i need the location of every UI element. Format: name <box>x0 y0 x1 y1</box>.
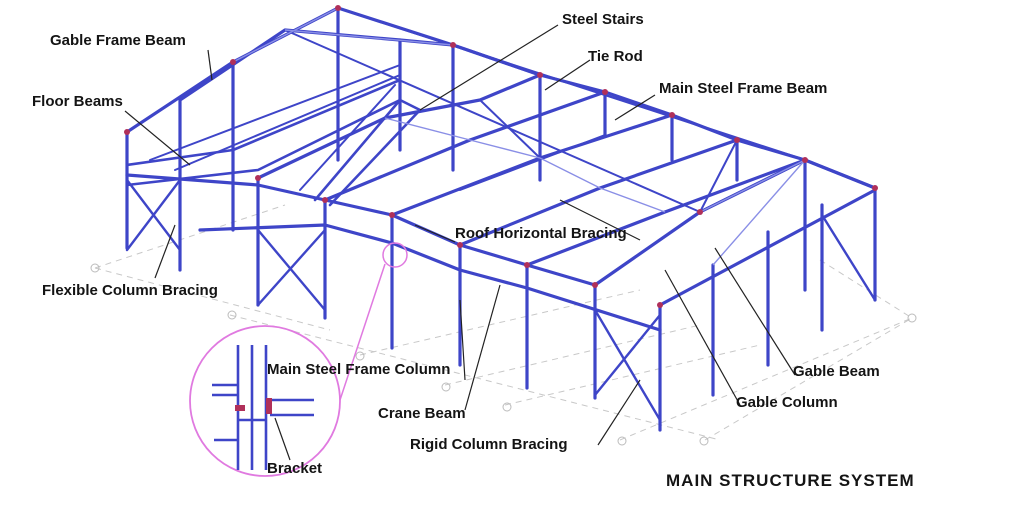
label-gable-column: Gable Column <box>736 394 838 411</box>
label-flexible-column-bracing: Flexible Column Bracing <box>42 282 218 299</box>
leader-lines <box>124 24 796 461</box>
connection-points <box>124 5 878 308</box>
ground-grid <box>94 204 913 441</box>
label-steel-stairs: Steel Stairs <box>562 11 644 28</box>
label-main-steel-frame-beam: Main Steel Frame Beam <box>659 80 828 97</box>
detail-callout <box>189 242 408 477</box>
label-main-steel-frame-column: Main Steel Frame Column <box>267 361 451 378</box>
label-roof-horizontal-bracing: Roof Horizontal Bracing <box>455 225 627 242</box>
label-gable-frame-beam: Gable Frame Beam <box>50 32 186 49</box>
label-bracket: Bracket <box>267 460 323 477</box>
diagram-title: MAIN STRUCTURE SYSTEM <box>666 471 915 490</box>
steel-stairs <box>313 98 422 207</box>
back-gable-frame <box>125 6 542 250</box>
label-crane-beam: Crane Beam <box>378 405 466 422</box>
label-tie-rod: Tie Rod <box>588 48 643 65</box>
grid-markers <box>90 263 917 446</box>
frame-7 <box>525 158 807 390</box>
label-gable-beam: Gable Beam <box>793 363 880 380</box>
crane-beam-line <box>198 223 662 332</box>
label-rigid-column-bracing: Rigid Column Bracing <box>410 436 568 453</box>
label-floor-beams: Floor Beams <box>32 93 123 110</box>
roof-bracing <box>232 7 806 266</box>
